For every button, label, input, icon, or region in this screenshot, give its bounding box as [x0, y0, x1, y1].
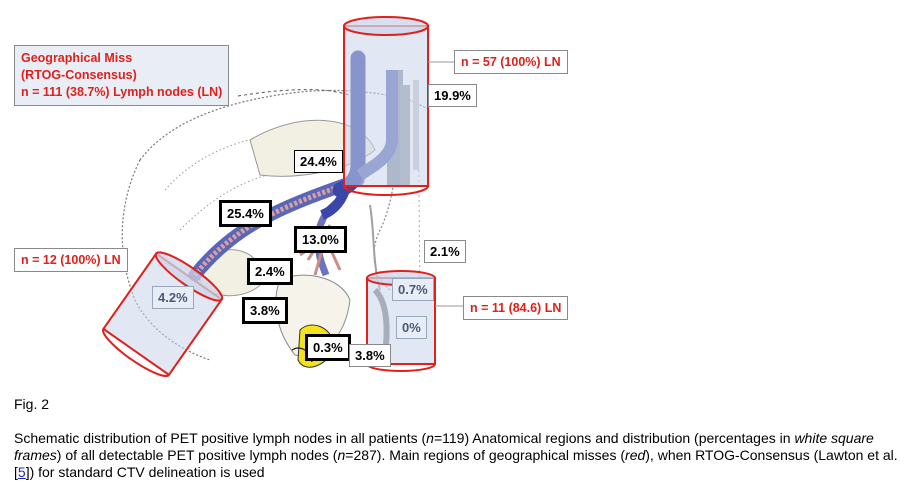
pct-0: 0% — [396, 316, 427, 339]
reference-link[interactable]: 5 — [17, 464, 26, 480]
caption-text: Schematic distribution of PET positive l… — [14, 430, 427, 446]
geographical-miss-callout: Geographical Miss (RTOG-Consensus) n = 1… — [14, 45, 230, 106]
caption-text: ) for standard CTV delineation is used — [29, 464, 265, 480]
caption-text: ) of all detectable PET positive lymph n… — [56, 447, 338, 463]
caption-italic: n — [426, 430, 434, 446]
pct-3-8-a: 3.8% — [242, 297, 288, 324]
caption-text: =287). Main regions of geographical miss… — [345, 447, 626, 463]
n57-label: n = 57 (100%) LN — [454, 50, 568, 74]
pct-4-2: 4.2% — [152, 286, 194, 309]
pct-3-8-b: 3.8% — [349, 344, 391, 367]
pct-0-7: 0.7% — [392, 278, 434, 301]
n11-label: n = 11 (84.6) LN — [463, 296, 569, 320]
anatomy-figure: Geographical Miss (RTOG-Consensus) n = 1… — [14, 16, 569, 377]
caption-italic: n — [337, 447, 346, 463]
caption-text: =119) Anatomical regions and distributio… — [433, 430, 795, 446]
pct-2-1: 2.1% — [424, 240, 466, 263]
caption-bracket: ] — [25, 464, 30, 480]
pct-25-4: 25.4% — [219, 200, 272, 227]
caption-bracket: [ — [14, 464, 18, 480]
geo-miss-count: n = 111 (38.7%) Lymph nodes (LN) — [21, 85, 223, 99]
caption-italic: white square frames — [14, 430, 874, 463]
pct-0-3: 0.3% — [305, 334, 351, 361]
figure-label: Fig. 2 — [14, 396, 50, 412]
geo-miss-subtitle: (RTOG-Consensus) — [21, 68, 137, 82]
pct-19-9: 19.9% — [428, 84, 477, 107]
figure-caption: Schematic distribution of PET positive l… — [14, 430, 899, 481]
caption-italic: red — [625, 447, 646, 463]
pct-13-0: 13.0% — [294, 226, 347, 253]
n12-label: n = 12 (100%) LN — [14, 248, 128, 272]
pct-24-4: 24.4% — [294, 150, 343, 173]
caption-text: ), when RTOG-Consensus (Lawton et al. — [645, 447, 898, 463]
pct-2-4: 2.4% — [247, 258, 293, 285]
geo-miss-title: Geographical Miss — [21, 51, 133, 65]
